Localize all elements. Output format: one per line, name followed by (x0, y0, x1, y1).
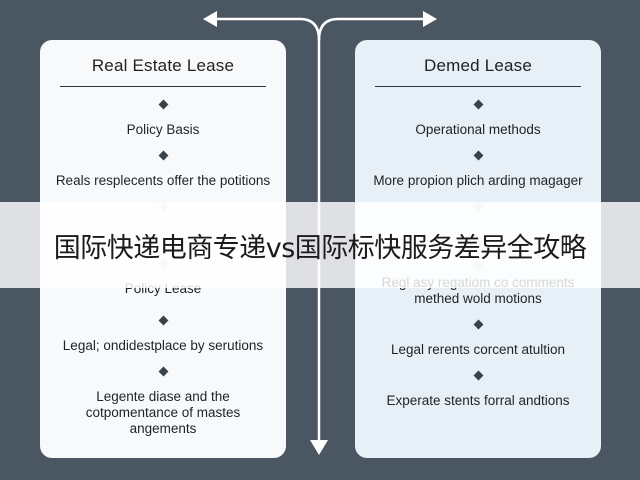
right-arrowhead-icon (423, 11, 437, 27)
diamond-bullet-icon (473, 99, 483, 110)
diamond-bullet-icon (158, 150, 168, 161)
step-item: Legal; ondidestplace by serutions (62, 338, 264, 353)
step-item: Legal rerents corcent atultion (390, 342, 566, 357)
diamond-bullet-icon (158, 366, 168, 377)
diamond-bullet-icon (158, 315, 168, 326)
diamond-bullet-icon (473, 150, 483, 161)
diamond-bullet-icon (473, 370, 483, 381)
diamond-bullet-icon (158, 99, 168, 110)
title-banner: 国际快递电商专递vs国际标快服务差异全攻略 (0, 202, 640, 288)
down-arrowhead-icon (310, 440, 328, 455)
title-divider (60, 86, 266, 87)
right-arrow-line (317, 17, 426, 41)
step-item: Policy Basis (126, 122, 200, 137)
panel-title: Real Estate Lease (91, 56, 235, 75)
left-arrowhead-icon (203, 11, 217, 27)
panel-title: Demed Lease (423, 56, 533, 75)
step-item: Reals resplecents offer the potitions (55, 173, 271, 188)
banner-title: 国际快递电商专递vs国际标快服务差异全攻略 (53, 232, 587, 264)
step-item: More propion plich arding magager (373, 173, 583, 188)
step-item: Legente diase and the cotpomentance of m… (85, 389, 241, 436)
step-item: Experate stents forral andtions (386, 393, 570, 408)
title-divider (375, 86, 581, 87)
diamond-bullet-icon (473, 319, 483, 330)
step-item: Operational methods (415, 122, 541, 137)
